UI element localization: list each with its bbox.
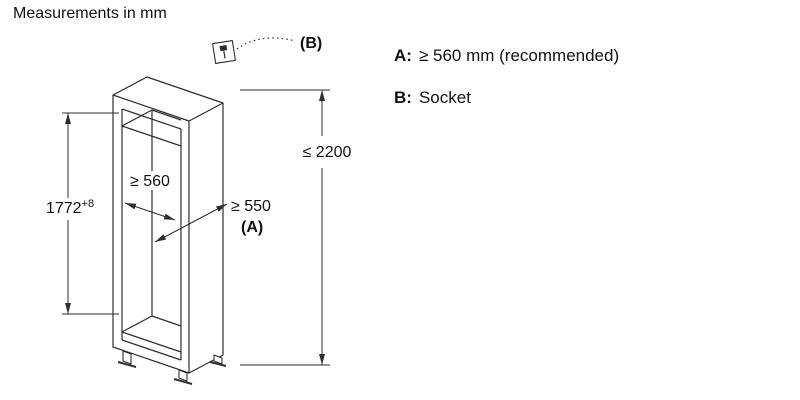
niche-ceiling-back-edge — [151, 109, 182, 121]
dim-niche-width: ≥ 560 — [123, 171, 177, 221]
legend-text-a: ≥ 560 mm (recommended) — [418, 46, 620, 65]
foot-front-right — [173, 369, 193, 385]
base-platform-front-face — [121, 332, 182, 361]
niche-floor-back-edge — [151, 315, 182, 327]
socket-ref-label: (B) — [300, 35, 322, 52]
dimension-diagram: (B) 1772+8 ≥ 560 ≥ 550 (A) ≤ 2200 — [46, 35, 352, 385]
foot-back-right — [209, 354, 227, 367]
cabinet-top-right-edge — [188, 102, 224, 122]
niche-depth-label: ≥ 550 — [231, 198, 271, 215]
niche-floor-left-edge — [121, 315, 153, 333]
socket-icon — [212, 40, 236, 64]
niche-width-arrow — [124, 202, 176, 221]
niche-width-label: ≥ 560 — [130, 173, 170, 190]
legend-item-b: B: Socket — [394, 88, 619, 108]
dim-niche-height: 1772+8 — [46, 112, 119, 315]
legend-key-a: A: — [394, 46, 412, 65]
label-background — [123, 171, 177, 190]
niche-depth-ref-label: (A) — [241, 219, 263, 236]
dim-overall-height: ≤ 2200 — [240, 89, 352, 366]
niche-floor-front-edge — [121, 331, 182, 353]
niche-ceiling-left-edge — [121, 109, 153, 127]
legend-key-b: B: — [394, 88, 412, 107]
socket-symbol: (B) — [212, 35, 322, 64]
niche-depth-arrow — [154, 203, 228, 243]
socket-leader-line — [236, 37, 296, 50]
page-title: Measurements in mm — [13, 5, 167, 22]
cabinet-drawing — [112, 76, 227, 385]
foot-front-left — [117, 350, 137, 368]
legend-text-b: Socket — [418, 88, 471, 107]
legend: A: ≥ 560 mm (recommended) B: Socket — [394, 46, 619, 130]
dim-niche-depth: ≥ 550 (A) — [154, 198, 271, 243]
niche-height-label: 1772+8 — [46, 198, 94, 217]
cabinet-front-top-edge — [112, 94, 190, 122]
legend-item-a: A: ≥ 560 mm (recommended) — [394, 46, 619, 66]
overall-height-label: ≤ 2200 — [303, 144, 352, 161]
